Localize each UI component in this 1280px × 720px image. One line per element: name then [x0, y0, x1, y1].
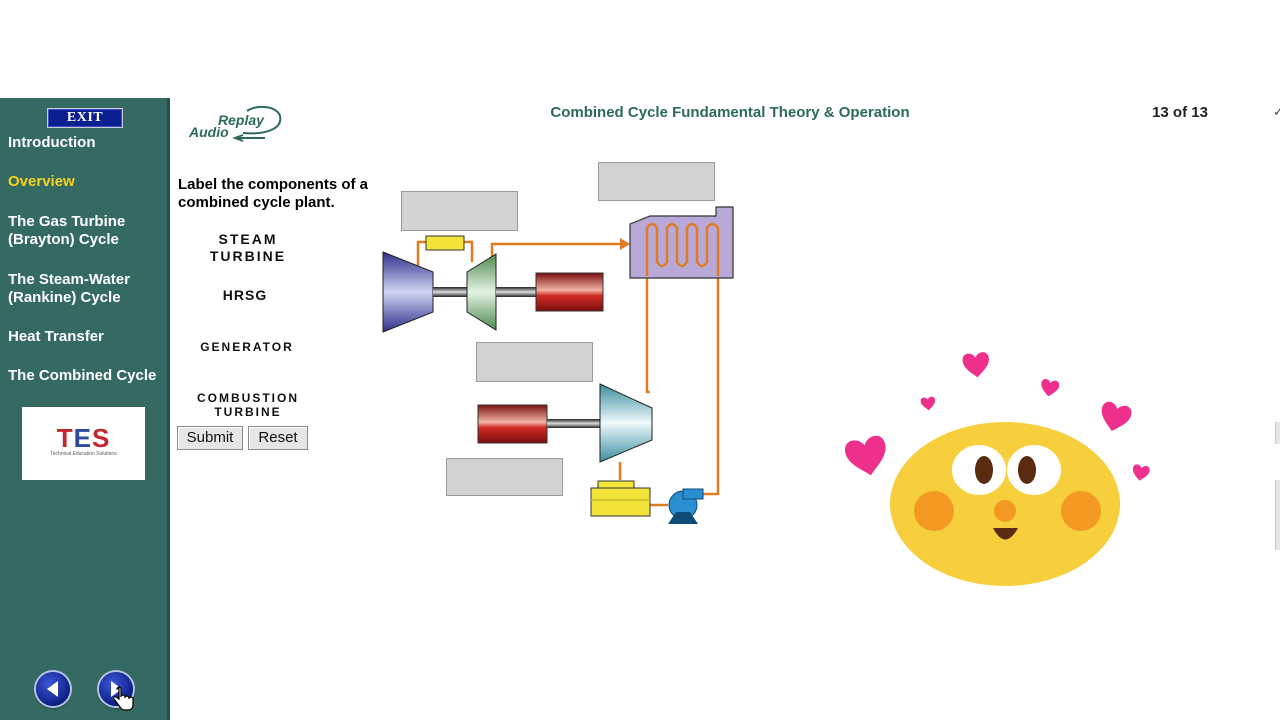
- drop-target-4[interactable]: [446, 458, 563, 496]
- drop-target-1[interactable]: [401, 191, 518, 231]
- replay-word: Replay: [218, 112, 264, 128]
- nav-gas-turbine-cycle[interactable]: The Gas Turbine (Brayton) Cycle: [8, 213, 126, 248]
- label-generator[interactable]: GENERATOR: [200, 340, 294, 354]
- combustor: [425, 235, 465, 251]
- gas-turbine: [466, 253, 497, 331]
- nav-steam-water-cycle[interactable]: The Steam-Water (Rankine) Cycle: [8, 271, 130, 306]
- hand-cursor-icon: [113, 686, 134, 711]
- course-title: Combined Cycle Fundamental Theory & Oper…: [550, 104, 910, 121]
- tes-logo: TES Technical Education Solutions: [22, 407, 145, 480]
- prev-page-button[interactable]: [36, 672, 70, 706]
- combined-cycle-diagram: [382, 206, 734, 524]
- ct-generator: [535, 272, 604, 312]
- drop-target-2[interactable]: [598, 162, 715, 201]
- steam-turbine: [599, 383, 653, 463]
- label-combustion-turbine-line2: TURBINE: [214, 405, 282, 419]
- replay-audio-icon: [232, 105, 282, 142]
- condenser-top: [597, 480, 635, 489]
- label-combustion-turbine[interactable]: COMBUSTION TURBINE: [183, 391, 313, 419]
- compressor: [382, 251, 434, 333]
- edge-glyph: ✓: [1273, 104, 1280, 119]
- drop-target-3[interactable]: [476, 342, 593, 382]
- label-combustion-turbine-line1: COMBUSTION: [197, 391, 299, 405]
- ct-gen-shaft: [496, 287, 536, 297]
- tes-logo-text: TES: [56, 423, 111, 453]
- label-steam-turbine[interactable]: STEAM TURBINE: [183, 231, 313, 265]
- quiz-instructions: Label the components of a combined cycle…: [178, 176, 369, 211]
- nav-combined-cycle[interactable]: The Combined Cycle: [8, 367, 157, 384]
- prev-arrow-icon: [47, 681, 58, 697]
- st-shaft: [547, 419, 601, 428]
- condenser: [590, 487, 651, 517]
- label-hrsg[interactable]: HRSG: [222, 287, 268, 303]
- edge-fragment: [1275, 480, 1280, 550]
- label-steam-turbine-line2: TURBINE: [209, 248, 287, 264]
- st-generator: [477, 404, 548, 444]
- nav-heat-transfer[interactable]: Heat Transfer: [8, 328, 104, 345]
- nav-overview[interactable]: Overview: [8, 173, 75, 190]
- replay-audio-button[interactable]: Replay Audio: [187, 103, 287, 145]
- exit-button[interactable]: EXIT: [47, 108, 123, 128]
- flow-arrow-icon: [620, 238, 630, 250]
- submit-button[interactable]: Submit: [177, 426, 243, 450]
- label-steam-turbine-line1: STEAM: [218, 231, 278, 247]
- reset-button[interactable]: Reset: [248, 426, 308, 450]
- tes-logo-tagline: Technical Education Solutions: [50, 451, 117, 457]
- nav-introduction[interactable]: Introduction: [8, 134, 96, 151]
- page-counter: 13 of 13: [1152, 104, 1208, 121]
- smiling-face-with-hearts-icon: [843, 351, 1151, 586]
- hrsg-coil: [645, 222, 720, 276]
- edge-fragment: [1275, 422, 1280, 444]
- audio-word: Audio: [189, 124, 229, 140]
- ct-shaft: [433, 287, 467, 297]
